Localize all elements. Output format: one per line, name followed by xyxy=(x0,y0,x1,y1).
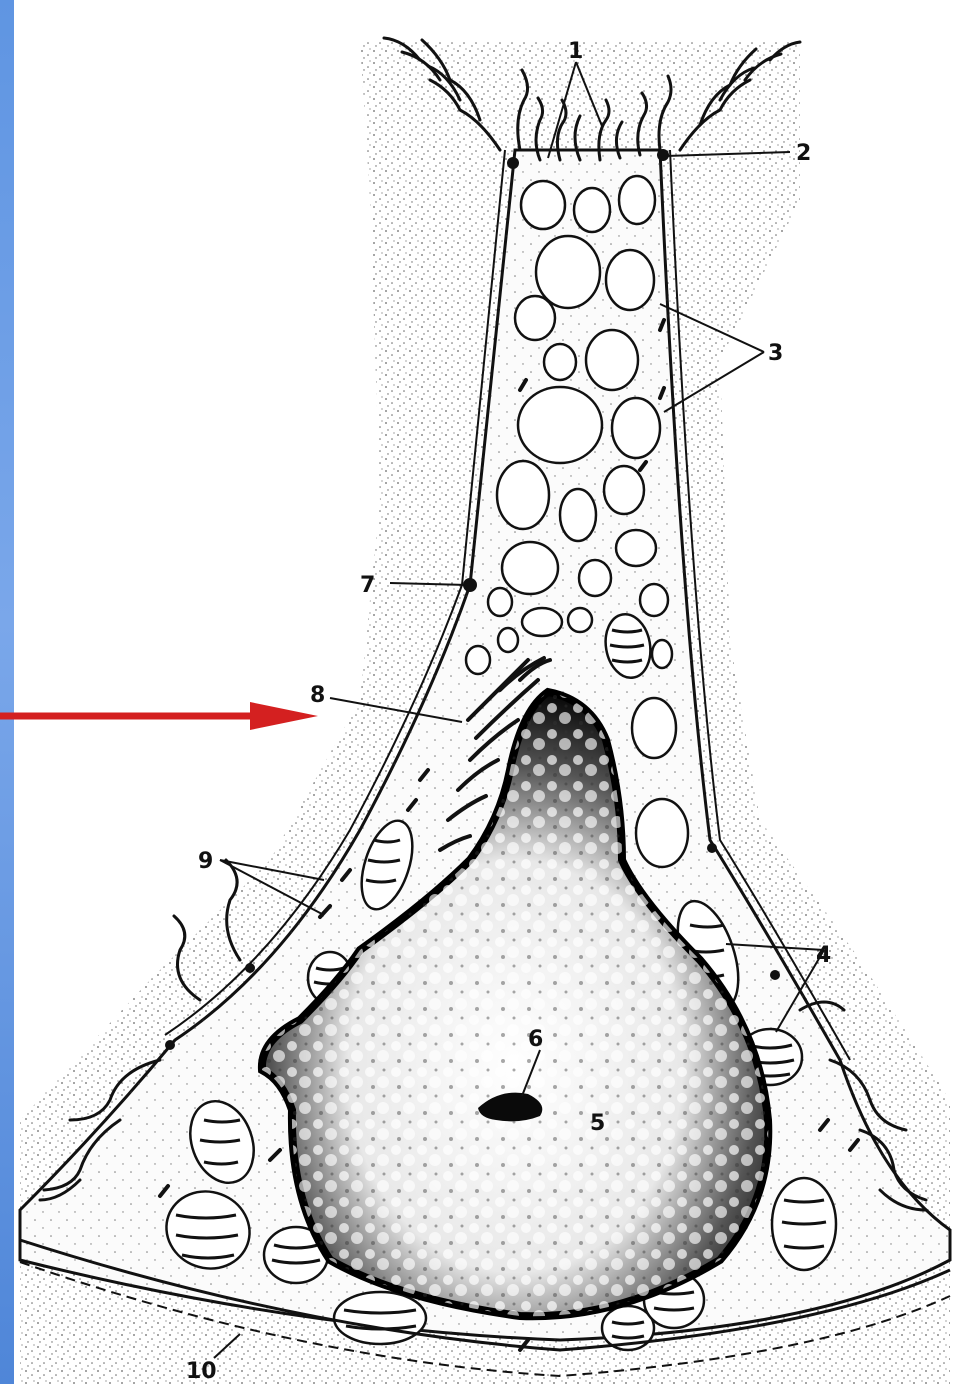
label-3: 3 xyxy=(768,341,783,366)
label-1: 1 xyxy=(568,39,583,64)
label-5: 5 xyxy=(590,1111,605,1136)
label-4: 4 xyxy=(816,943,831,968)
pointer-arrow xyxy=(0,702,318,730)
label-10: 10 xyxy=(186,1359,217,1384)
label-6: 6 xyxy=(528,1027,543,1052)
label-2: 2 xyxy=(796,141,811,166)
label-8: 8 xyxy=(310,683,325,708)
label-7: 7 xyxy=(360,573,375,598)
label-9: 9 xyxy=(198,849,213,874)
